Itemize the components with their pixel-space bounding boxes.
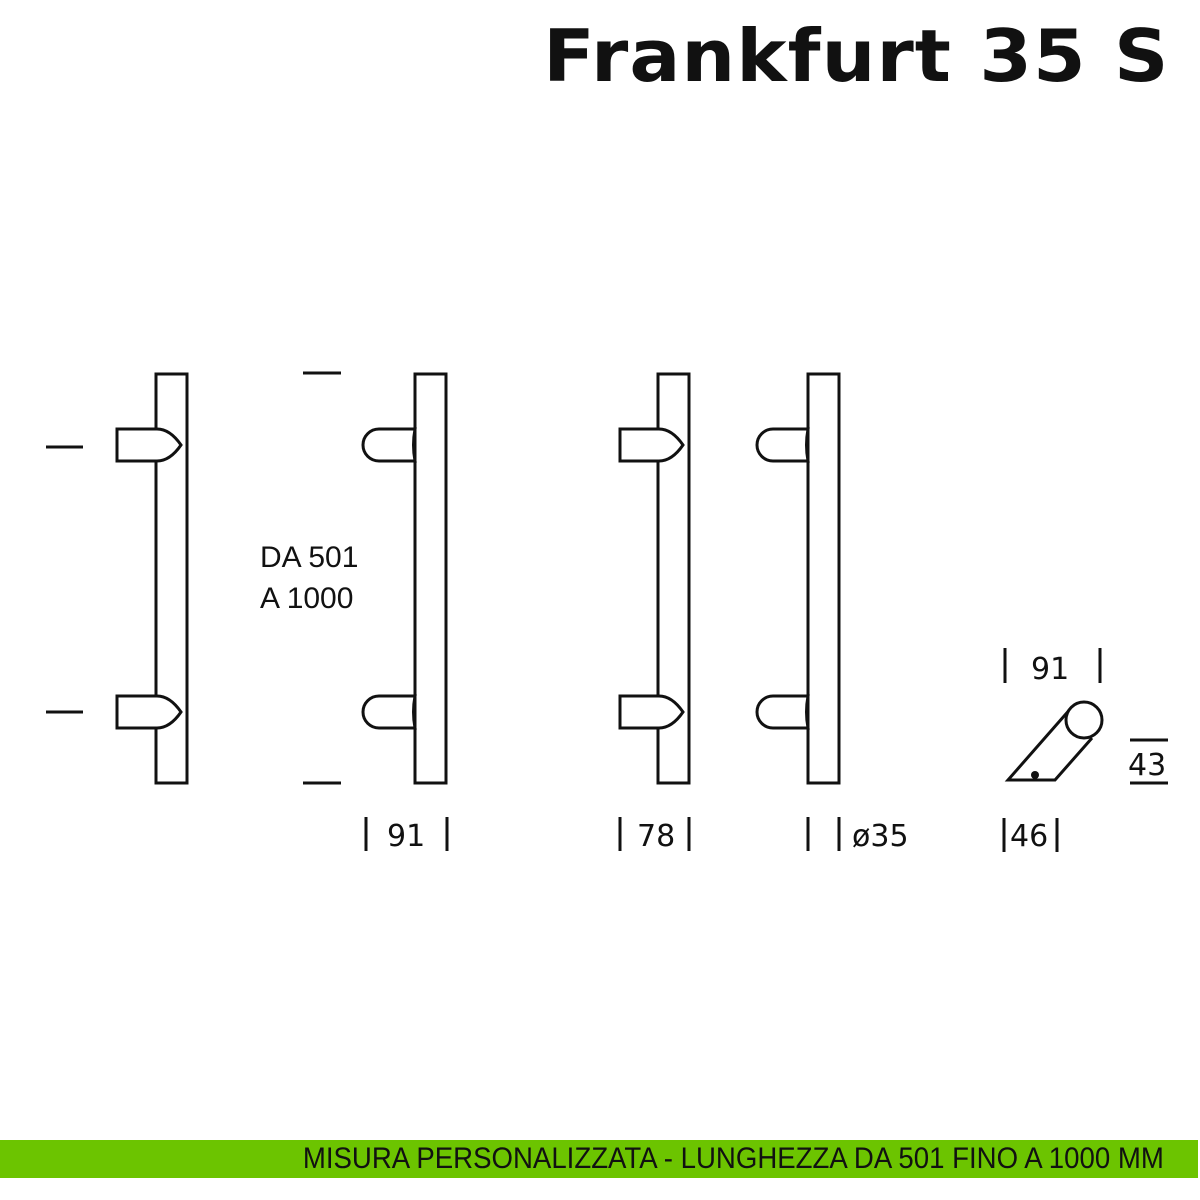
dim-diameter: ø35 [852, 819, 909, 854]
info-banner: MISURA PERSONALIZZATA - LUNGHEZZA DA 501… [0, 1140, 1198, 1178]
dim-height: 43 [1128, 748, 1166, 783]
range-label-line1: DA 501 [260, 541, 358, 574]
dim-projection-a: 91 [387, 819, 425, 854]
banner-text: MISURA PERSONALIZZATA - LUNGHEZZA DA 501… [303, 1142, 1164, 1175]
dim-base-width: 46 [1010, 819, 1048, 854]
handle-view-4: ø35 [755, 372, 909, 854]
range-label-line2: A 1000 [260, 582, 353, 615]
handle-view-1 [46, 372, 189, 785]
section-view: 91 43 46 [1002, 648, 1168, 854]
handle-view-3: 78 [618, 372, 691, 854]
handle-view-2: DA 501 A 1000 91 [260, 371, 449, 854]
product-title: Frankfurt 35 S [543, 14, 1170, 98]
dim-top-width: 91 [1031, 652, 1069, 687]
dim-projection-b: 78 [637, 819, 675, 854]
